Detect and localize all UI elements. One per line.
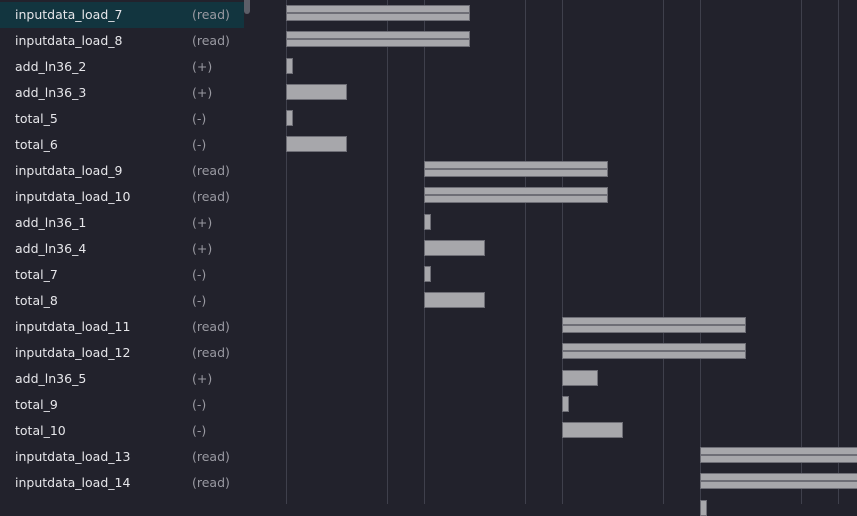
read-bar[interactable] [700,447,857,455]
cycle-sub-gridline [524,0,526,504]
read-bar[interactable] [424,187,608,195]
operation-row[interactable]: total_9 (-) [0,392,244,418]
operation-type: (-) [192,397,207,412]
operation-type: (-) [192,137,207,152]
operation-bar[interactable] [424,240,485,256]
operation-name: inputdata_load_7 [15,7,123,22]
operation-type: (read) [192,449,230,464]
cycle-gridline [562,0,563,504]
operation-row[interactable]: inputdata_load_12 (read) [0,340,244,366]
operation-type: (+) [192,241,213,256]
operation-bar[interactable] [562,370,598,386]
operation-type: (+) [192,59,213,74]
cycle-sub-gridline [800,0,802,504]
read-bar[interactable] [700,455,857,463]
operation-row[interactable]: total_8 (-) [0,288,244,314]
operation-type: (-) [192,267,207,282]
operation-name: inputdata_load_13 [15,449,131,464]
read-bar[interactable] [424,195,608,203]
read-bar[interactable] [562,317,746,325]
operation-bar[interactable] [286,110,293,126]
operation-bar[interactable] [424,292,485,308]
read-bar[interactable] [286,13,470,21]
read-bar[interactable] [562,325,746,333]
operation-name: inputdata_load_9 [15,163,123,178]
operation-name: inputdata_load_10 [15,189,131,204]
cycle-sub-gridline [662,0,664,504]
operation-type: (read) [192,189,230,204]
operation-type: (read) [192,163,230,178]
operation-name: total_5 [15,111,58,126]
read-bar[interactable] [424,169,608,177]
operation-row[interactable]: inputdata_load_10 (read) [0,184,244,210]
operation-row[interactable]: inputdata_load_8 (read) [0,28,244,54]
operation-bar[interactable] [286,58,293,74]
operation-bar[interactable] [286,136,347,152]
operation-name: add_ln36_2 [15,59,87,74]
read-bar[interactable] [286,31,470,39]
operation-row[interactable]: add_ln36_4 (+) [0,236,244,262]
operation-type: (read) [192,7,230,22]
operation-row[interactable]: add_ln36_3 (+) [0,80,244,106]
operation-row[interactable]: total_10 (-) [0,418,244,444]
read-bar[interactable] [562,343,746,351]
operation-bar[interactable] [424,266,431,282]
read-bar[interactable] [424,161,608,169]
read-bar[interactable] [700,473,857,481]
operation-name: total_10 [15,423,66,438]
operation-name: add_ln36_4 [15,241,87,256]
operation-bar[interactable] [562,396,569,412]
operation-type: (-) [192,111,207,126]
operation-type: (read) [192,345,230,360]
read-bar[interactable] [562,351,746,359]
operation-row[interactable]: inputdata_load_11 (read) [0,314,244,340]
operation-row[interactable]: add_ln36_1 (+) [0,210,244,236]
operation-type: (-) [192,293,207,308]
operation-bar[interactable] [424,214,431,230]
operation-type: (+) [192,215,213,230]
operation-bar[interactable] [286,84,347,100]
operation-name: add_ln36_5 [15,371,87,386]
operation-name: add_ln36_1 [15,215,87,230]
operation-row[interactable]: inputdata_load_7 (read) [0,2,244,28]
cycle-gridline [838,0,839,504]
read-bar[interactable] [286,5,470,13]
operation-name: total_9 [15,397,58,412]
operation-name: inputdata_load_14 [15,475,131,490]
operation-row[interactable]: inputdata_load_14 (read) [0,470,244,496]
operation-name: inputdata_load_8 [15,33,123,48]
operation-type: (read) [192,319,230,334]
operation-name: total_7 [15,267,58,282]
scrollbar-thumb[interactable] [244,0,250,14]
operation-row[interactable]: add_ln36_2 (+) [0,54,244,80]
operation-list: inputdata_load_7 (read) inputdata_load_8 (r… [0,0,244,504]
operation-name: inputdata_load_12 [15,345,131,360]
operation-type: (read) [192,33,230,48]
operation-bar[interactable] [700,500,707,516]
cycle-gridline [700,0,701,504]
operation-type: (read) [192,475,230,490]
operation-name: inputdata_load_11 [15,319,131,334]
operation-row[interactable]: total_5 (-) [0,106,244,132]
cycle-sub-gridline [386,0,388,504]
cycle-gridline [286,0,287,504]
operation-row[interactable]: inputdata_load_13 (read) [0,444,244,470]
operation-name: total_8 [15,293,58,308]
operation-row[interactable]: total_6 (-) [0,132,244,158]
operation-bar[interactable] [562,422,623,438]
read-bar[interactable] [286,39,470,47]
operation-name: add_ln36_3 [15,85,87,100]
operation-type: (+) [192,371,213,386]
operation-name: total_6 [15,137,58,152]
operation-row[interactable]: inputdata_load_9 (read) [0,158,244,184]
schedule-timeline [250,0,857,516]
operation-type: (+) [192,85,213,100]
operation-type: (-) [192,423,207,438]
read-bar[interactable] [700,481,857,489]
operation-row[interactable]: total_7 (-) [0,262,244,288]
operation-row[interactable]: add_ln36_5 (+) [0,366,244,392]
